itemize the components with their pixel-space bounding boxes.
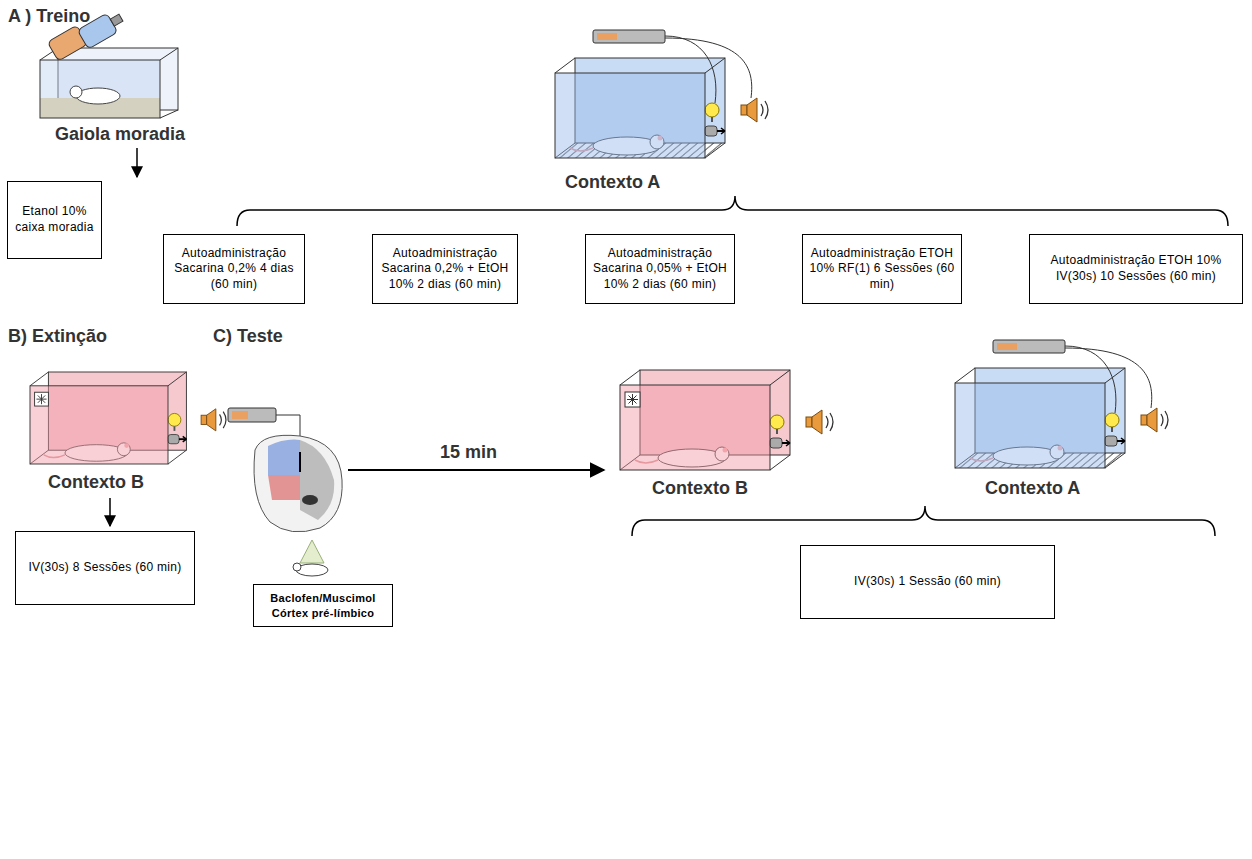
arrow [109, 498, 111, 526]
process-box: Autoadministração Sacarina 0,2% 4 dias (… [163, 234, 305, 304]
box-text: Autoadministração Sacarina 0,2% + EtOH 1… [379, 246, 511, 293]
arrow [348, 469, 604, 471]
box-text: Autoadministração Sacarina 0,2% 4 dias (… [170, 246, 298, 293]
operant-chamber [955, 340, 1168, 468]
section-label: Contexto A [565, 172, 660, 193]
box-text: IV(30s) 8 Sessões (60 min) [28, 560, 181, 576]
box-text: Autoadministração Sacarina 0,05% + EtOH … [592, 246, 728, 293]
section-label: B) Extinção [8, 326, 107, 347]
section-label: Contexto B [652, 478, 748, 499]
box-text: Baclofen/Muscimol Córtex pré-límbico [260, 591, 386, 620]
section-label: A ) Treino [8, 6, 90, 27]
brace [632, 506, 1215, 536]
process-box: Baclofen/Muscimol Córtex pré-límbico [253, 584, 393, 627]
box-text: Autoadministração ETOH 10% IV(30s) 10 Se… [1036, 253, 1236, 284]
process-box: Autoadministração Sacarina 0,2% + EtOH 1… [372, 234, 518, 304]
time-label: 15 min [438, 442, 499, 463]
arrow [136, 148, 138, 177]
process-box: Etanol 10% caixa moradia [7, 181, 102, 259]
brain-infusion [228, 408, 342, 576]
process-box: Autoadministração ETOH 10% IV(30s) 10 Se… [1029, 234, 1243, 304]
brace [237, 196, 1228, 226]
box-text: Etanol 10% caixa moradia [14, 204, 95, 235]
section-label: Contexto B [48, 472, 144, 493]
process-box: IV(30s) 1 Sessão (60 min) [800, 545, 1055, 619]
operant-chamber [30, 372, 226, 464]
process-box: IV(30s) 8 Sessões (60 min) [15, 531, 195, 605]
process-box: Autoadministração ETOH 10% RF(1) 6 Sessõ… [802, 234, 962, 304]
operant-chamber [555, 30, 768, 158]
section-label: Gaiola moradia [55, 124, 185, 145]
section-label: Contexto A [985, 478, 1080, 499]
box-text: Autoadministração ETOH 10% RF(1) 6 Sessõ… [809, 246, 955, 293]
process-box: Autoadministração Sacarina 0,05% + EtOH … [585, 234, 735, 304]
section-label: C) Teste [213, 326, 283, 347]
operant-chamber [620, 370, 833, 470]
box-text: IV(30s) 1 Sessão (60 min) [854, 574, 1001, 590]
